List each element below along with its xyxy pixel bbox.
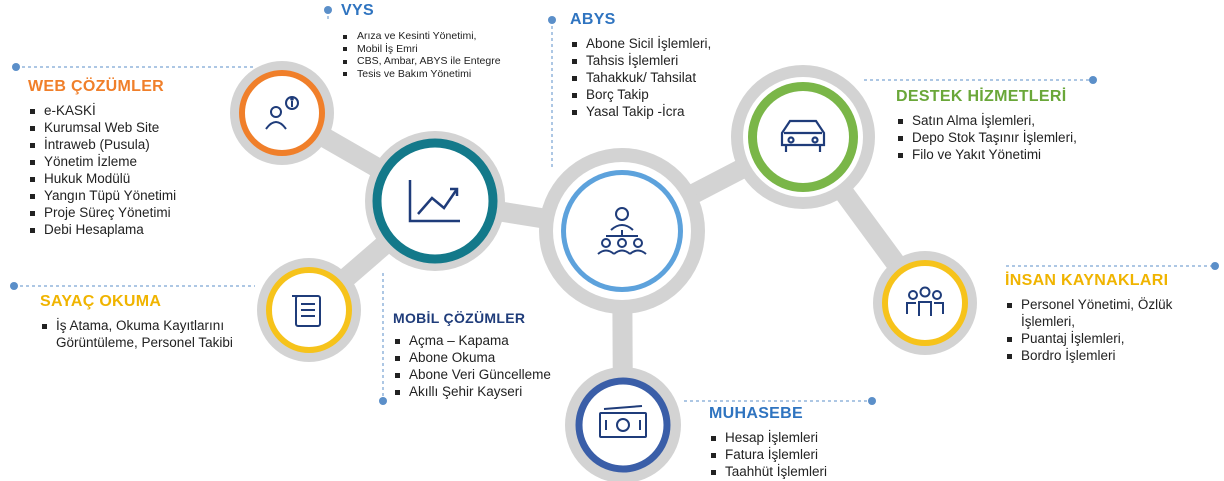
list-item: Personel Yönetimi, Özlük İşlemleri, — [1005, 296, 1215, 330]
list-item: Bordro İşlemleri — [1005, 347, 1215, 364]
list-item: Hukuk Modülü — [28, 170, 176, 187]
list-item: Abone Veri Güncelleme — [393, 366, 551, 383]
list-item: Tesis ve Bakım Yönetimi — [341, 68, 501, 81]
web-list: e-KASKİ Kurumsal Web Site İntraweb (Pusu… — [28, 102, 176, 238]
car-icon — [780, 119, 826, 152]
list-item: Mobil İş Emri — [341, 43, 501, 56]
list-item: Yönetim İzleme — [28, 153, 176, 170]
ik-title: İNSAN KAYNAKLARI — [1005, 272, 1169, 289]
abys-list: Abone Sicil İşlemleri, Tahsis İşlemleri … — [570, 35, 711, 120]
muhasebe-block: MUHASEBE Hesap İşlemleri Fatura İşlemler… — [709, 405, 827, 480]
list-item: Taahhüt İşlemleri — [709, 463, 827, 480]
list-item: Filo ve Yakıt Yönetimi — [896, 146, 1077, 163]
list-item: Yangın Tüpü Yönetimi — [28, 187, 176, 204]
mobil-list: Açma – Kapama Abone Okuma Abone Veri Gün… — [393, 332, 551, 400]
node-ik — [873, 251, 977, 355]
list-item: Puantaj İşlemleri, — [1005, 330, 1215, 347]
node-sayac — [257, 258, 361, 362]
node-web — [230, 61, 334, 165]
vys-block: VYS Arıza ve Kesinti Yönetimi, Mobil İş … — [341, 2, 501, 80]
node-muhasebe — [565, 367, 681, 481]
mobil-block: MOBİL ÇÖZÜMLER Açma – Kapama Abone Okuma… — [393, 310, 551, 400]
destek-title: DESTEK HİZMETLERİ — [896, 88, 1067, 105]
list-item: Debi Hesaplama — [28, 221, 176, 238]
sayac-title: SAYAÇ OKUMA — [40, 293, 162, 310]
team-icon — [906, 286, 944, 316]
list-item: İntraweb (Pusula) — [28, 136, 176, 153]
list-item: Hesap İşlemleri — [709, 429, 827, 446]
muhasebe-title: MUHASEBE — [709, 405, 803, 422]
list-item: Arıza ve Kesinti Yönetimi, — [341, 30, 501, 43]
list-item: Abone Sicil İşlemleri, — [570, 35, 711, 52]
people-info-icon — [265, 96, 299, 130]
abys-block: ABYS Abone Sicil İşlemleri, Tahsis İşlem… — [570, 11, 711, 120]
web-block: WEB ÇÖZÜMLER e-KASKİ Kurumsal Web Site İ… — [28, 78, 176, 238]
list-item: Açma – Kapama — [393, 332, 551, 349]
list-item: İş Atama, Okuma Kayıtlarını Görüntüleme,… — [40, 317, 240, 351]
node-abys — [539, 148, 705, 314]
list-item: e-KASKİ — [28, 102, 176, 119]
list-item: Proje Süreç Yönetimi — [28, 204, 176, 221]
leader-lines — [14, 10, 1215, 402]
abys-title: ABYS — [570, 11, 616, 28]
node-analytics — [365, 131, 505, 271]
list-item: Tahakkuk/ Tahsilat — [570, 69, 711, 86]
ik-block: İNSAN KAYNAKLARI Personel Yönetimi, Özlü… — [1005, 272, 1215, 364]
sayac-block: SAYAÇ OKUMA İş Atama, Okuma Kayıtlarını … — [40, 293, 240, 351]
list-item: Akıllı Şehir Kayseri — [393, 383, 551, 400]
cash-icon — [599, 405, 647, 438]
hierarchy-icon — [597, 207, 647, 255]
meter-document-icon — [292, 295, 321, 327]
node-destek — [731, 65, 875, 209]
list-item: Satın Alma İşlemleri, — [896, 112, 1077, 129]
growth-chart-icon — [408, 180, 460, 223]
destek-list: Satın Alma İşlemleri, Depo Stok Taşınır … — [896, 112, 1077, 163]
vys-list: Arıza ve Kesinti Yönetimi, Mobil İş Emri… — [341, 30, 501, 80]
muhasebe-list: Hesap İşlemleri Fatura İşlemleri Taahhüt… — [709, 429, 827, 480]
list-item: Depo Stok Taşınır İşlemleri, — [896, 129, 1077, 146]
list-item: Kurumsal Web Site — [28, 119, 176, 136]
list-item: Borç Takip — [570, 86, 711, 103]
sayac-list: İş Atama, Okuma Kayıtlarını Görüntüleme,… — [40, 317, 240, 351]
list-item: CBS, Ambar, ABYS ile Entegre — [341, 55, 501, 68]
list-item: Abone Okuma — [393, 349, 551, 366]
destek-block: DESTEK HİZMETLERİ Satın Alma İşlemleri, … — [896, 88, 1077, 163]
leader-dots — [10, 6, 1219, 405]
vys-title: VYS — [341, 2, 374, 19]
mobil-title: MOBİL ÇÖZÜMLER — [393, 310, 526, 326]
ik-list: Personel Yönetimi, Özlük İşlemleri, Puan… — [1005, 296, 1215, 364]
list-item: Fatura İşlemleri — [709, 446, 827, 463]
web-title: WEB ÇÖZÜMLER — [28, 78, 165, 95]
list-item: Tahsis İşlemleri — [570, 52, 711, 69]
list-item: Yasal Takip -İcra — [570, 103, 711, 120]
